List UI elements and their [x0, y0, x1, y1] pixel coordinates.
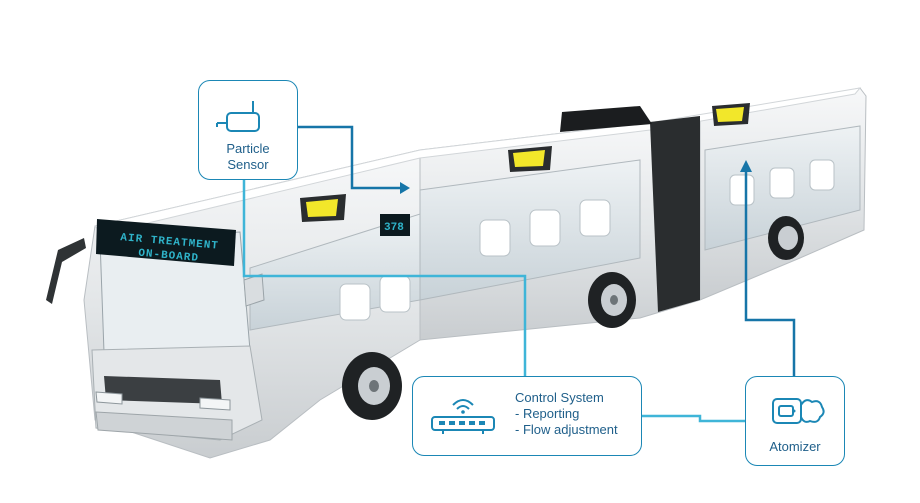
control-system-item-reporting: - Reporting [515, 406, 580, 421]
bus-body [46, 87, 867, 459]
control-system-item-flow: - Flow adjustment [515, 422, 618, 437]
connector-lines [242, 125, 796, 423]
router-icon [431, 399, 495, 434]
wheel-middle [588, 272, 636, 328]
sensor-airflow-line [296, 125, 402, 190]
route-number-display: 378 [380, 214, 410, 236]
control-system-callout: Control System - Reporting - Flow adjust… [412, 376, 642, 456]
arrowhead-up [740, 160, 752, 172]
roof-unit-1 [300, 194, 346, 222]
particle-sensor-label-line2: Sensor [227, 157, 269, 172]
sign-line-2: ON-BOARD [138, 248, 200, 265]
wheel-front [342, 352, 402, 420]
atomizer-airflow-line [744, 168, 796, 378]
atomizer-icon [772, 398, 825, 424]
particle-sensor-label-line1: Particle [226, 141, 270, 156]
wheel-rear [768, 216, 804, 260]
atomizer-callout: Atomizer [745, 376, 845, 466]
atomizer-label: Atomizer [769, 439, 821, 454]
roof-unit-3 [712, 103, 750, 126]
roof-unit-2 [508, 146, 552, 172]
control-system-title: Control System [515, 390, 604, 405]
destination-sign: AIR TREATMENT ON-BOARD [96, 219, 236, 266]
arrowhead-right [400, 182, 410, 194]
route-number: 378 [384, 222, 404, 234]
control-to-atomizer-line [640, 414, 747, 423]
sensor-icon [216, 101, 260, 132]
roof-units [300, 103, 750, 222]
particle-sensor-callout: Particle Sensor [198, 80, 298, 180]
sensor-to-control-line [242, 178, 527, 378]
